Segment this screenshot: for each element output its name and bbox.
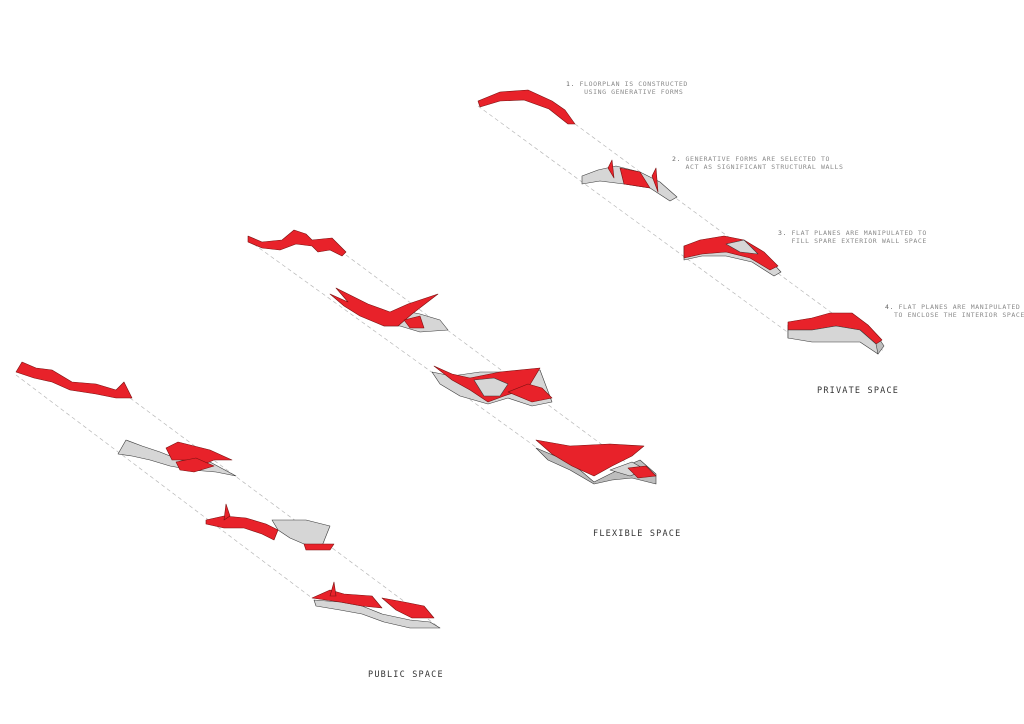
private-step-2-form	[581, 159, 678, 202]
private-step-1-form	[477, 89, 576, 125]
step-3-label: 3. FLAT PLANES ARE MANIPULATED TO FILL S…	[778, 229, 927, 245]
step-4-number: 4.	[885, 303, 895, 311]
step-2-line2: ACT AS SIGNIFICANT STRUCTURAL WALLS	[685, 163, 844, 171]
private-step-4-form	[787, 312, 885, 355]
public-space-title: PUBLIC SPACE	[368, 670, 444, 680]
public-step-4-form	[311, 581, 441, 629]
flexible-step-3-form	[431, 365, 553, 407]
flexible-space-title: FLEXIBLE SPACE	[593, 529, 682, 539]
step-1-label: 1. FLOORPLAN IS CONSTRUCTED USING GENERA…	[566, 80, 688, 96]
step-4-label: 4. FLAT PLANES ARE MANIPULATED TO ENCLOS…	[885, 303, 1024, 319]
step-1-number: 1.	[566, 80, 576, 88]
private-step-3-form	[683, 235, 782, 277]
flexible-step-1-form	[247, 229, 347, 257]
step-2-number: 2.	[672, 155, 682, 163]
step-3-line2: FILL SPARE EXTERIOR WALL SPACE	[791, 237, 927, 245]
public-step-2-form	[117, 439, 237, 477]
step-4-line2: TO ENCLOSE THE INTERIOR SPACE	[894, 311, 1024, 319]
step-2-line1: GENERATIVE FORMS ARE SELECTED TO	[685, 155, 830, 163]
flexible-step-2-form	[329, 287, 449, 333]
step-2-label: 2. GENERATIVE FORMS ARE SELECTED TO ACT …	[672, 155, 844, 171]
step-1-line1: FLOORPLAN IS CONSTRUCTED	[579, 80, 688, 88]
public-step-1-form	[15, 361, 133, 399]
flexible-step-4-form	[535, 439, 657, 485]
step-1-line2: USING GENERATIVE FORMS	[584, 88, 684, 96]
public-step-3-form	[205, 503, 335, 551]
step-4-line1: FLAT PLANES ARE MANIPULATED	[898, 303, 1021, 311]
guide-lines	[15, 105, 886, 629]
private-space-title: PRIVATE SPACE	[817, 386, 900, 396]
step-3-line1: FLAT PLANES ARE MANIPULATED TO	[791, 229, 927, 237]
step-3-number: 3.	[778, 229, 788, 237]
